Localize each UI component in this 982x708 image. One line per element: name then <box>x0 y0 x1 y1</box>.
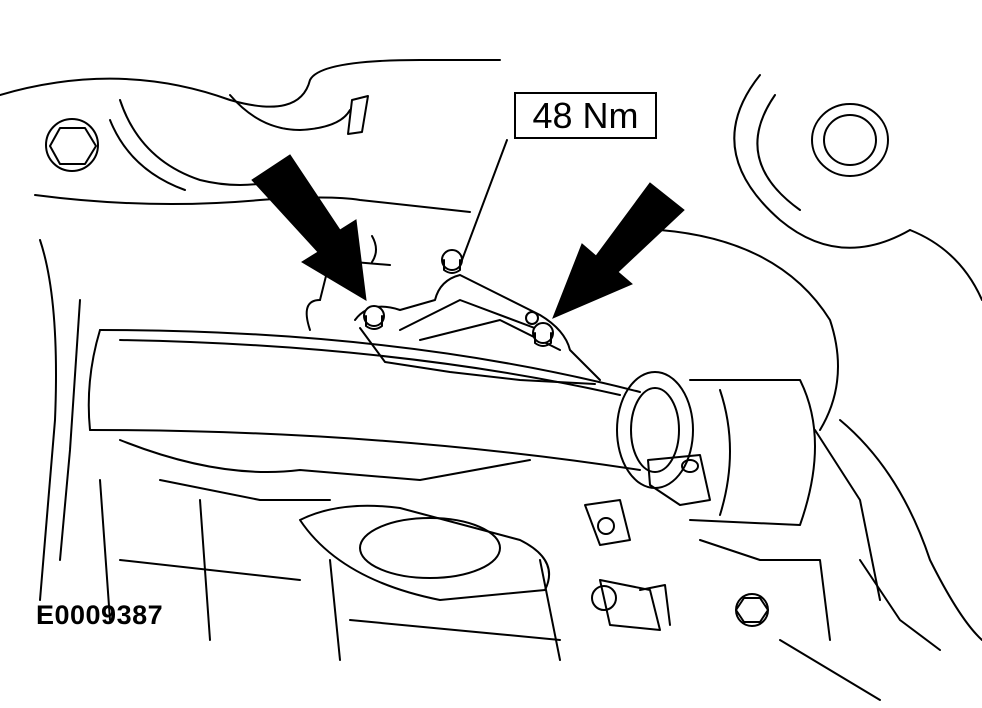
driveshaft-top-edge <box>99 329 641 393</box>
bolt-icon <box>363 305 385 327</box>
lower-body-left <box>39 239 57 601</box>
bottom-bracket-2 <box>639 584 671 626</box>
right-mount-outline <box>659 229 839 431</box>
bolt-icon <box>532 322 554 344</box>
lower-tab <box>584 499 631 546</box>
lower-right-frame <box>699 539 881 701</box>
arrow-pointer-icon <box>251 154 367 301</box>
small-hook <box>371 235 377 263</box>
lower-body-left-2 <box>59 299 81 561</box>
housing-left-arc-2 <box>109 119 186 191</box>
right-housing-arc-2 <box>756 94 801 211</box>
shaft-tube-line <box>119 339 621 396</box>
callout-leader <box>461 139 508 261</box>
bolt-icon <box>49 127 97 165</box>
engine-outline-upper <box>0 59 501 108</box>
right-lower-body <box>839 419 982 641</box>
arrow-pointer-icon <box>552 182 685 319</box>
center-bearing-inner <box>630 387 680 473</box>
bolt-icon <box>525 311 539 325</box>
figure-id: E0009387 <box>36 600 164 630</box>
lower-right-frame-2 <box>859 559 941 651</box>
torque-value: 48 Nm <box>532 94 639 136</box>
bolt-icon <box>45 118 99 172</box>
lower-body-mid-2 <box>159 479 331 501</box>
driveshaft-end-left <box>87 329 101 431</box>
boss-inner <box>823 114 877 166</box>
bracket-web <box>399 299 541 331</box>
upper-slot <box>347 95 369 135</box>
center-bearing-ring <box>616 371 694 489</box>
right-housing-arc <box>733 74 911 249</box>
bearing-housing-2 <box>719 389 731 516</box>
lower-frame-2 <box>119 559 561 641</box>
lower-body-mid <box>119 439 531 481</box>
lower-plate-hole <box>359 517 501 579</box>
driveshaft-bottom-edge <box>89 429 641 471</box>
bracket-outline-2 <box>359 327 596 385</box>
lower-tab-hole <box>597 517 615 535</box>
bracket-back-2 <box>305 299 321 331</box>
housing-left-arc <box>119 99 281 186</box>
lower-plate <box>299 504 550 601</box>
boss-outer <box>811 103 889 177</box>
strap-tab <box>647 454 711 506</box>
bolt-icon <box>735 597 769 623</box>
right-edge-curve <box>909 229 982 301</box>
bolt-icon <box>591 585 617 611</box>
engine-outline-lower <box>34 194 471 213</box>
strap-hole <box>681 459 699 473</box>
torque-callout: 48 Nm <box>514 92 657 139</box>
bearing-housing <box>689 379 816 526</box>
upper-bracket-curve <box>229 94 351 131</box>
right-lower-body-2 <box>814 429 881 601</box>
